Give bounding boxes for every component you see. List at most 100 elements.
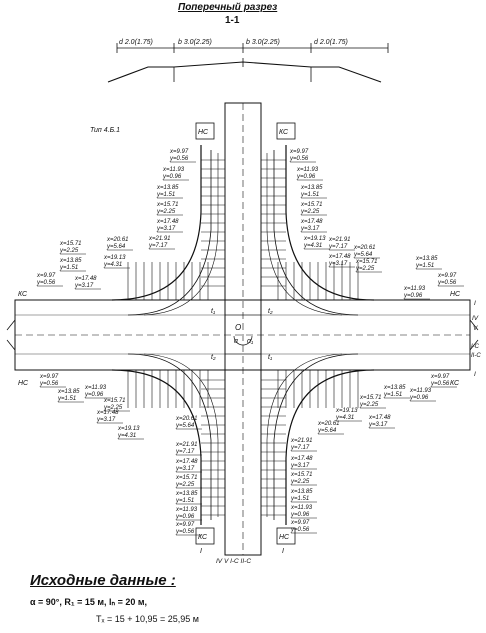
- center-o: O: [235, 323, 241, 332]
- width-label-d-left: d 2.0(1.75): [119, 39, 153, 46]
- coord-tl-a-0-x: x=9.97: [169, 149, 189, 155]
- curve-top-left-lane: [143, 153, 219, 316]
- coord-tr-a-1-y: y=0.96: [296, 174, 316, 180]
- coord-br-b-0-x: x=21.91: [290, 438, 313, 444]
- cross-section: d 2.0(1.75) b 3.0(2.25) b 3.0(2.25) d 2.…: [107, 39, 389, 83]
- width-label-b-left: b 3.0(2.25): [178, 39, 212, 46]
- coord-tr-b-1-x: x=20.61: [353, 245, 376, 251]
- initial-data-title: Исходные данные :: [30, 572, 176, 589]
- coord-tr-a-5-y: y=4.31: [303, 243, 322, 249]
- curve-bottom-right-outer: [285, 369, 375, 525]
- coordinate-labels: x=9.97y=0.56x=11.93y=0.96x=13.85y=1.51x=…: [36, 149, 457, 535]
- coord-br-b-3-y: y=1.51: [290, 496, 309, 502]
- coord-bl-a-5-y: y=4.31: [117, 433, 136, 439]
- coord-tl-a-2-x: x=13.85: [156, 185, 179, 191]
- coord-tr-b-2-x: x=17.48: [328, 254, 351, 260]
- coord-br-b-2-y: y=2.25: [290, 479, 310, 485]
- coord-tr-b-3-x: x=15.71: [355, 259, 378, 265]
- curve-bottom-left-inner: [127, 353, 212, 520]
- coord-tr-a-2-x: x=13.85: [300, 185, 323, 191]
- coord-tl-a-1-x: x=11.93: [162, 167, 185, 173]
- section-title: Поперечный разрез: [178, 2, 278, 13]
- coord-tr-a-5-x: x=19.13: [303, 236, 326, 242]
- coord-bl-a-3-y: y=2.25: [103, 405, 123, 411]
- coord-tr-b-4-y: y=1.51: [415, 263, 434, 269]
- curve-top-right-lane: [266, 153, 343, 316]
- kc-top-right-box: [276, 122, 296, 140]
- coord-br-a-3-x: x=15.71: [359, 395, 382, 401]
- coord-br-a-2-y: y=1.51: [383, 392, 402, 398]
- coord-bl-b-3-x: x=13.85: [175, 491, 198, 497]
- coord-bl-b-0-x: x=21.91: [175, 442, 198, 448]
- coord-bl-b-4-x: x=11.93: [175, 507, 198, 513]
- coord-tl-a-5-x: x=21.91: [148, 236, 171, 242]
- coord-tl-b-1-y: y=0.56: [36, 280, 56, 286]
- coord-tl-b-5-x: x=20.61: [106, 237, 129, 243]
- hc-left-bottom: НС: [18, 380, 29, 387]
- coord-tr-a-0-x: x=9.97: [289, 149, 309, 155]
- coord-bl-b-2-y: y=2.25: [175, 482, 195, 488]
- zone-labels: НС КС КС НС НС КС КС НС I I IV V I-C II-…: [18, 122, 481, 565]
- coord-tl-b-4-x: x=17.48: [74, 276, 97, 282]
- coord-br-b-2-x: x=15.71: [290, 472, 313, 478]
- roman-right-5: II-C: [471, 353, 481, 359]
- coord-tr-b-1-y: y=5.64: [353, 252, 373, 258]
- hc-top-left: НС: [198, 129, 209, 136]
- roman-bottom-row: IV V I-C II-C: [216, 558, 251, 565]
- roman-right-2: IV: [472, 315, 479, 322]
- curve-bottom-right-inner: [273, 353, 359, 520]
- coord-bl-b-3-y: y=1.51: [175, 498, 194, 504]
- curve-top-right-outer: [285, 145, 375, 301]
- coord-tl-a-3-y: y=2.25: [156, 209, 176, 215]
- curve-top-left-inner: [127, 150, 212, 316]
- coord-br-b-5-x: x=9.97: [290, 520, 310, 526]
- roman-right-1: I: [474, 300, 476, 307]
- coord-br-a-3-y: y=2.25: [359, 402, 379, 408]
- curve-top-right-inner: [273, 150, 359, 316]
- coord-br-a-1-y: y=0.96: [409, 395, 429, 401]
- coord-bl-a-6-x: x=20.61: [175, 416, 198, 422]
- coord-tl-a-5-y: y=7.17: [148, 243, 168, 249]
- main-roads: [6, 102, 479, 556]
- coord-bl-a-5-x: x=19.13: [117, 426, 140, 432]
- coord-bl-b-5-x: x=9.97: [175, 522, 195, 528]
- coord-br-b-4-y: y=0.96: [290, 512, 310, 518]
- coord-bl-a-4-x: x=17.48: [96, 410, 119, 416]
- coord-br-a-4-y: y=4.31: [335, 415, 354, 421]
- road-break: [6, 319, 479, 351]
- coord-br-a-4-x: x=19.13: [335, 408, 358, 414]
- coord-bl-b-1-x: x=17.48: [175, 459, 198, 465]
- roman-right-3: V: [473, 325, 478, 332]
- coord-tr-b-4-x: x=13.85: [415, 256, 438, 262]
- center-alpha: α: [234, 338, 239, 345]
- curve-bottom-left-lane: [143, 353, 219, 517]
- coord-br-b-1-y: y=3.17: [290, 463, 310, 469]
- kc-top-right: КС: [279, 129, 289, 136]
- coord-tl-a-4-y: y=3.17: [156, 226, 176, 232]
- coord-br-a-5-y: y=5.64: [317, 428, 337, 434]
- coord-tr-b-0-y: y=7.17: [328, 244, 348, 250]
- coord-tr-b-3-y: y=2.25: [355, 266, 375, 272]
- coord-br-a-1-x: x=11.93: [409, 388, 432, 394]
- coord-tl-b-4-y: y=3.17: [74, 283, 94, 289]
- kc-bottom-left-box: [195, 527, 215, 545]
- coord-tr-a-2-y: y=1.51: [300, 192, 319, 198]
- coord-bl-a-0-x: x=9.97: [39, 374, 59, 380]
- coord-br-a-6-y: y=3.17: [368, 422, 388, 428]
- coord-br-a-5-x: x=20.61: [317, 421, 340, 427]
- roman-right-column: I IV V I-C II-C I: [471, 300, 481, 378]
- coord-br-b-4-x: x=11.93: [290, 505, 313, 511]
- coord-br-a-6-x: x=17.48: [368, 415, 391, 421]
- angle-arc: [233, 335, 253, 346]
- coord-bl-a-0-y: y=0.56: [39, 381, 59, 387]
- coord-bl-b-2-x: x=15.71: [175, 475, 198, 481]
- coord-bl-b-0-y: y=7.17: [175, 449, 195, 455]
- initial-data-line2: Tₓ = 15 + 10,95 = 25,95 м: [96, 614, 199, 624]
- coord-tl-a-0-y: y=0.56: [169, 156, 189, 162]
- coord-bl-b-1-y: y=3.17: [175, 466, 195, 472]
- coord-br-a-2-x: x=13.85: [383, 385, 406, 391]
- coord-br-a-0-y: y=0.56: [430, 381, 450, 387]
- tangent-t2-a: t₂: [268, 308, 273, 315]
- coord-tr-b-6-y: y=0.96: [403, 293, 423, 299]
